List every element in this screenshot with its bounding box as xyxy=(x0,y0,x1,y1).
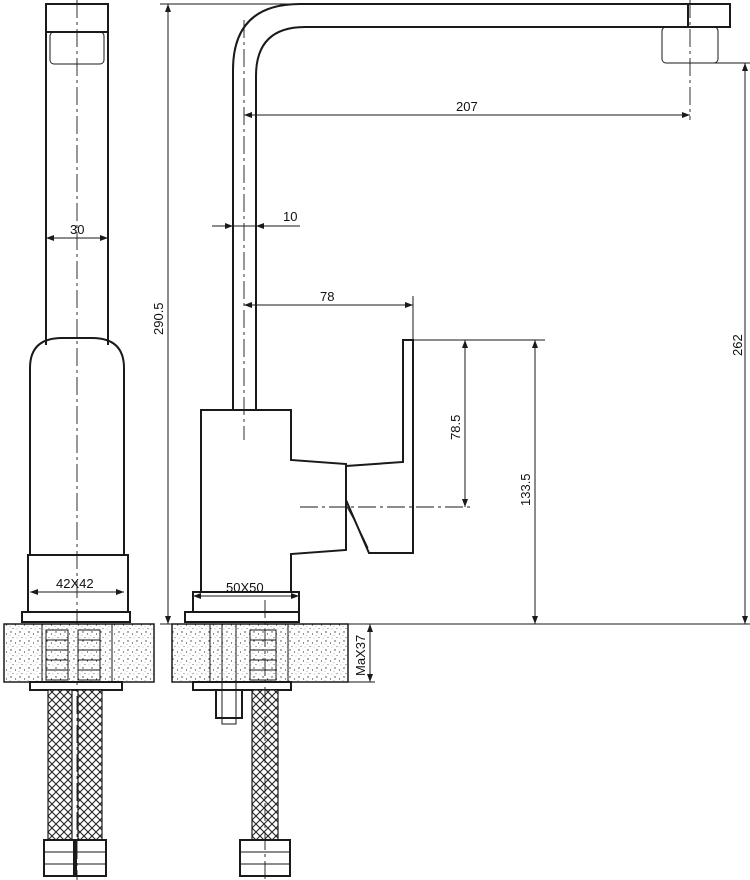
front-base-plate xyxy=(21,611,131,623)
dim-side-base xyxy=(193,593,299,599)
side-under-plate xyxy=(192,681,292,691)
dim-spout-diameter-label: 10 xyxy=(283,209,297,224)
dim-max-thickness-label: MaX37 xyxy=(353,635,368,676)
side-countertop xyxy=(171,623,349,683)
dim-handle-height xyxy=(413,339,545,507)
front-countertop xyxy=(3,623,155,683)
dim-spout-height xyxy=(690,62,750,624)
dim-side-base-label: 50X50 xyxy=(226,580,264,595)
dim-spout-reach xyxy=(244,112,690,118)
side-body xyxy=(200,409,347,593)
side-handle xyxy=(345,339,414,554)
dim-front-width xyxy=(46,235,108,241)
dim-front-base xyxy=(30,589,124,595)
front-hose-left xyxy=(47,689,73,841)
front-body xyxy=(29,337,125,555)
dim-handle-offset xyxy=(244,296,414,340)
front-hose-nuts xyxy=(43,839,107,877)
side-spout-inner xyxy=(255,26,688,410)
front-mounting-nuts xyxy=(45,629,101,681)
front-under-plate xyxy=(29,681,123,691)
dim-handle-offset-label: 78 xyxy=(320,289,334,304)
dim-front-base-label: 42X42 xyxy=(56,576,94,591)
dim-spout-height-label: 262 xyxy=(730,334,745,356)
side-handle-joint xyxy=(345,504,369,549)
side-base-plate xyxy=(184,611,300,623)
dim-body-height-label: 133.5 xyxy=(518,473,533,506)
side-base xyxy=(192,591,300,613)
side-spout-outer xyxy=(232,3,730,410)
dim-spout-reach-label: 207 xyxy=(456,99,478,114)
dim-body-height xyxy=(532,340,538,624)
side-spout-head xyxy=(687,3,731,28)
front-view: 30 42X42 xyxy=(3,0,155,880)
front-hose-right xyxy=(77,689,103,841)
dim-handle-height-label: 78.5 xyxy=(448,415,463,440)
dim-total-height xyxy=(160,3,300,624)
dim-max-thickness xyxy=(348,624,375,683)
dim-front-width-label: 30 xyxy=(70,222,84,237)
dim-spout-diameter xyxy=(212,223,300,229)
side-view: 207 10 78 78.5 133.5 xyxy=(151,0,750,880)
dim-total-height-label: 290.5 xyxy=(151,302,166,335)
